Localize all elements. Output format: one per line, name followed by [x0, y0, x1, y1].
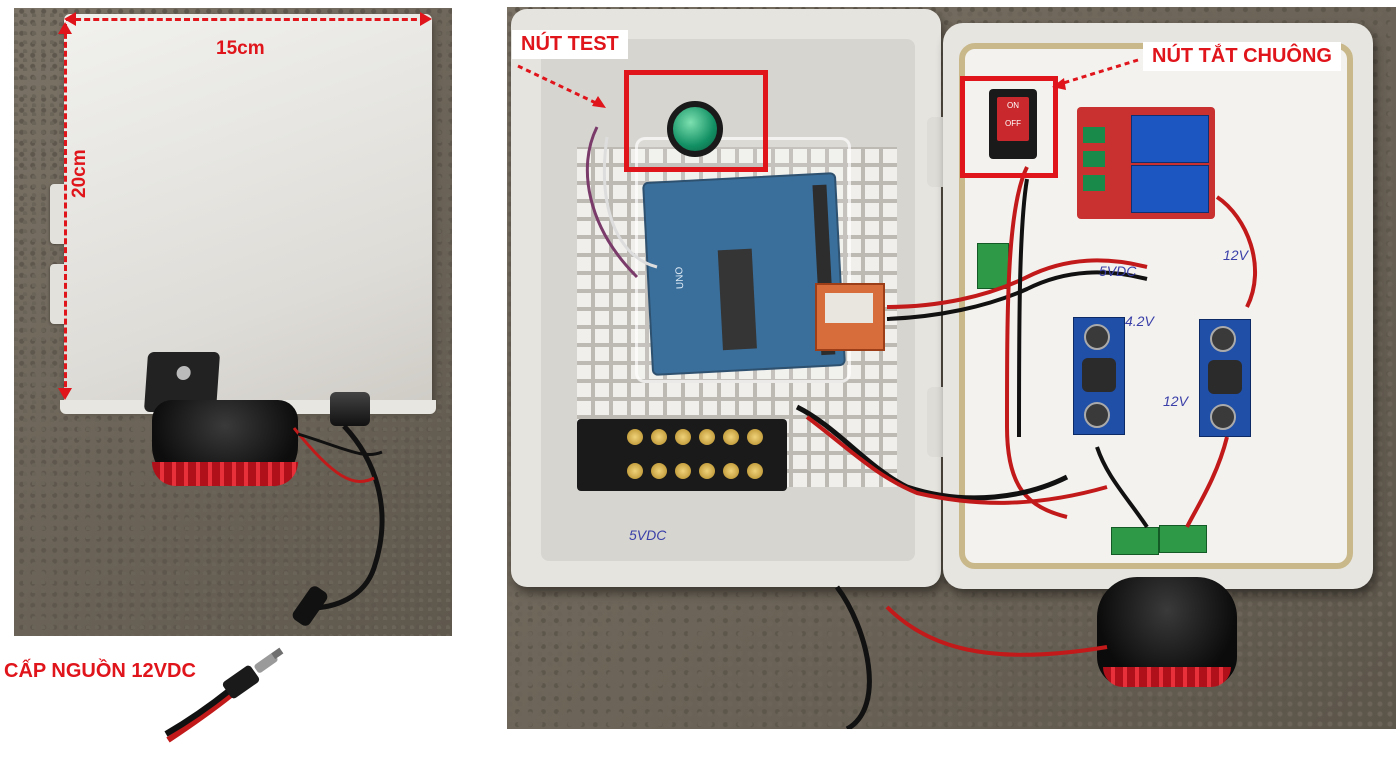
width-dimension-line — [66, 18, 426, 21]
width-label: 15cm — [216, 38, 265, 59]
dc-plug-cable-icon — [164, 647, 284, 743]
power-jack — [330, 392, 370, 426]
photo-closed-enclosure: 15cm 20cm — [14, 8, 452, 636]
bell-off-label: NÚT TẮT CHUÔNG — [1143, 42, 1341, 71]
siren — [152, 400, 298, 486]
enclosure-lid — [50, 14, 436, 414]
buck-converter — [1199, 319, 1251, 437]
siren — [1097, 577, 1237, 687]
arrow-up-icon — [58, 22, 72, 34]
green-terminal — [1111, 527, 1159, 555]
test-button — [667, 101, 723, 157]
buck-converter — [1073, 317, 1125, 435]
sim-module — [815, 283, 885, 351]
arrow-right-icon — [420, 12, 432, 26]
dc-plug — [290, 583, 330, 629]
latch — [50, 184, 66, 244]
test-button-label: NÚT TEST — [512, 30, 628, 59]
terminal-block — [577, 419, 787, 491]
green-terminal — [1159, 525, 1207, 553]
arrow-down-icon — [58, 388, 72, 400]
green-terminal — [977, 243, 1009, 289]
test-button-highlight — [624, 70, 768, 172]
bell-off-switch-highlight — [960, 76, 1058, 178]
handwritten-note: 12V — [1163, 393, 1188, 409]
handwritten-note: 4.2V — [1125, 313, 1154, 329]
latch — [50, 264, 66, 324]
handwritten-note: 5VDC — [1099, 263, 1137, 279]
height-dimension-line — [64, 24, 67, 396]
power-supply-label: CẤP NGUỒN 12VDC — [4, 660, 196, 682]
height-label: 20cm — [69, 149, 90, 198]
handwritten-note: 12V — [1223, 247, 1248, 263]
relay-module — [1077, 107, 1215, 219]
handwritten-note: 5VDC — [629, 527, 667, 543]
